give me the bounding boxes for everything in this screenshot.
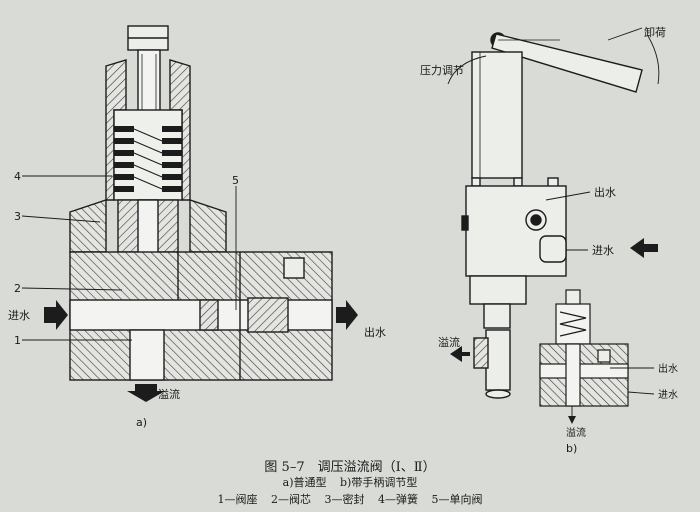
legend-item: 5—单向阀: [431, 493, 483, 506]
legend-item: 1—阀座: [217, 493, 258, 506]
label-b-unload: 卸荷: [644, 25, 666, 39]
figure-caption-title: 图 5–7 调压溢流阀（Ⅰ、Ⅱ）: [264, 460, 436, 475]
label-b-pressure: 压力调节: [420, 64, 464, 77]
label-part-4: 4: [14, 170, 21, 183]
label-part-5: 5: [232, 174, 239, 187]
label-b-outlet: 出水: [594, 185, 616, 199]
label-b-inlet: 进水: [592, 244, 614, 257]
label-a-overflow: 溢流: [158, 387, 180, 401]
valve-a-drawing: [69, 25, 333, 381]
legend-item: 2—阀芯: [271, 493, 311, 506]
legend-item: 4—弹簧: [378, 493, 418, 506]
label-b-tag: b): [566, 442, 577, 455]
label-inset-inlet: 进水: [658, 389, 678, 401]
inset-arrow: [568, 416, 576, 424]
valve-b-drawing: [461, 32, 643, 399]
figure-caption-subtypes: a)普通型 b)带手柄调节型: [0, 474, 700, 490]
label-part-2: 2: [14, 282, 21, 295]
caption-sub-b: b)带手柄调节型: [340, 476, 418, 489]
relief-valve-drawing: 4 3 2 1 5 进水 出水 溢流 a): [8, 25, 678, 455]
label-part-1: 1: [14, 334, 21, 347]
label-a-inlet: 进水: [8, 309, 30, 322]
flow-arrows-a: [44, 300, 358, 402]
label-b-overflow: 溢流: [438, 335, 460, 349]
label-a-tag: a): [136, 416, 147, 429]
caption-sub-a: a)普通型: [282, 476, 327, 489]
figure-caption-legend: 1—阀座 2—阀芯 3—密封 4—弹簧 5—单向阀: [0, 491, 700, 507]
legend-item: 3—密封: [324, 493, 365, 506]
label-a-outlet: 出水: [364, 325, 386, 339]
flow-arrows-b: [450, 238, 658, 362]
label-inset-overflow: 溢流: [566, 426, 586, 439]
label-part-3: 3: [14, 210, 21, 223]
spring: [114, 126, 182, 192]
valve-b-inset: [539, 289, 629, 407]
label-inset-outlet: 出水: [658, 362, 678, 375]
